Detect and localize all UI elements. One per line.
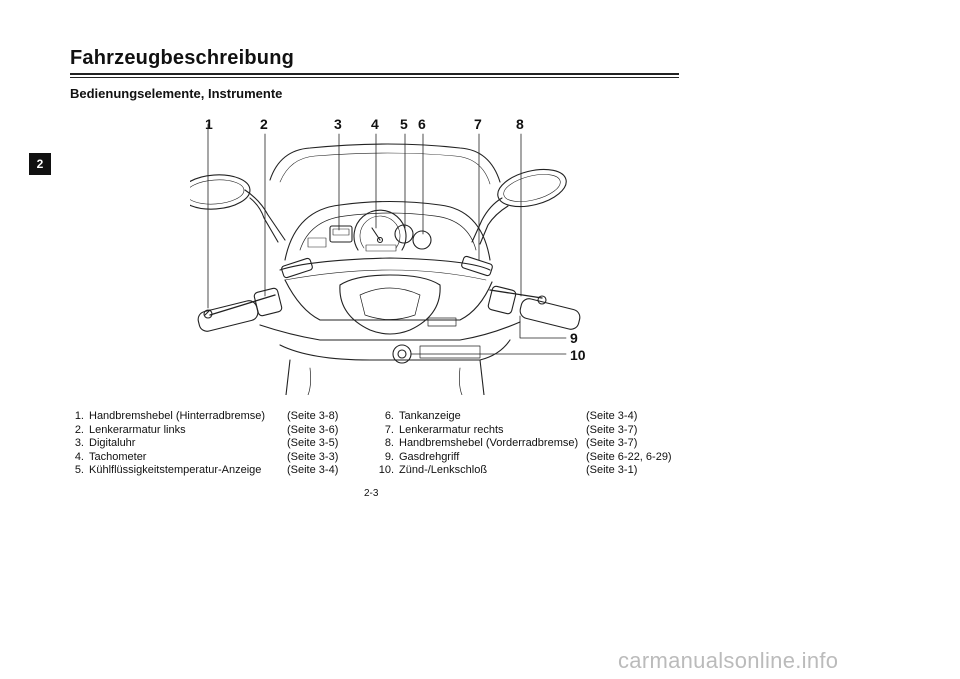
- callout-7: 7: [474, 116, 482, 132]
- callout-9: 9: [570, 330, 578, 346]
- legend-left: 1. Handbremshebel (Hinterradbremse) (Sei…: [60, 410, 350, 478]
- legend-right: 6. Tankanzeige (Seite 3-4) 7. Lenkerarma…: [368, 410, 688, 478]
- callout-4: 4: [371, 116, 379, 132]
- callout-10: 10: [570, 347, 586, 363]
- legend-item: 4. Tachometer (Seite 3-3): [74, 450, 339, 463]
- footer-watermark: carmanualsonline.info: [618, 648, 839, 673]
- section-tab: 2: [29, 153, 51, 175]
- title-rule-bottom: [70, 77, 679, 78]
- section-subtitle: Bedienungselemente, Instrumente: [70, 86, 283, 101]
- callout-2: 2: [260, 116, 268, 132]
- legend-item: 7. Lenkerarmatur rechts (Seite 3-7): [384, 423, 638, 436]
- title-rule-top: [70, 73, 679, 75]
- legend-item: 3. Digitaluhr (Seite 3-5): [74, 437, 339, 450]
- page-title: Fahrzeugbeschreibung: [70, 47, 295, 69]
- callout-5: 5: [400, 116, 408, 132]
- callout-6: 6: [418, 116, 426, 132]
- legend-item: 8. Handbremshebel (Vorderradbremse) (Sei…: [384, 437, 638, 450]
- legend-item: 5. Kühlflüssigkeitstemperatur-Anzeige (S…: [74, 464, 339, 477]
- legend-item: 1. Handbremshebel (Hinterradbremse) (Sei…: [74, 410, 339, 422]
- legend-item: 6. Tankanzeige (Seite 3-4): [384, 410, 638, 422]
- handlebar-illustration: [190, 123, 581, 395]
- page-number: 2-3: [364, 488, 379, 499]
- callout-1: 1: [205, 116, 213, 132]
- legend-item: 2. Lenkerarmatur links (Seite 3-6): [74, 423, 339, 436]
- callout-8: 8: [516, 116, 524, 132]
- legend-item: 10. Zünd-/Lenkschloß (Seite 3-1): [378, 464, 638, 477]
- legend-item: 9. Gasdrehgriff (Seite 6-22, 6-29): [384, 450, 672, 463]
- callout-3: 3: [334, 116, 342, 132]
